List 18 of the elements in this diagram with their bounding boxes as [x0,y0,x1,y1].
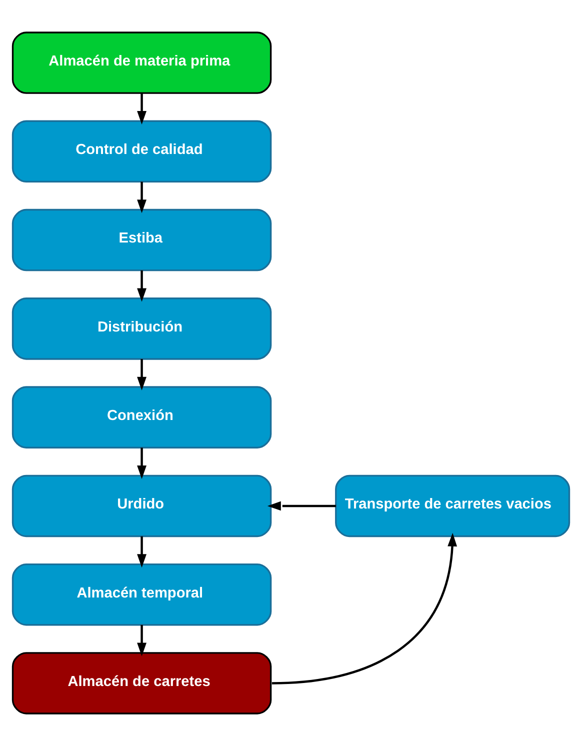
arrow [137,358,146,390]
arrow [137,447,146,479]
node-box: Conexión [12,386,272,448]
node-box: Urdido [12,474,272,537]
arrow [137,92,146,124]
arrow [272,532,458,684]
arrow [137,181,146,213]
arrow [137,624,146,656]
node-box: Almacén de carretes [12,652,272,714]
node-box: Transporte de carretes vacios [335,474,570,537]
arrow [137,270,146,302]
arrow [137,536,146,568]
node-box: Estiba [12,208,272,271]
node-box: Almacén de materia prima [12,31,272,94]
node-box: Almacén temporal [12,562,272,626]
node-box: Distribución [12,297,272,360]
node-box: Control de calidad [12,120,272,182]
arrow [267,500,336,510]
